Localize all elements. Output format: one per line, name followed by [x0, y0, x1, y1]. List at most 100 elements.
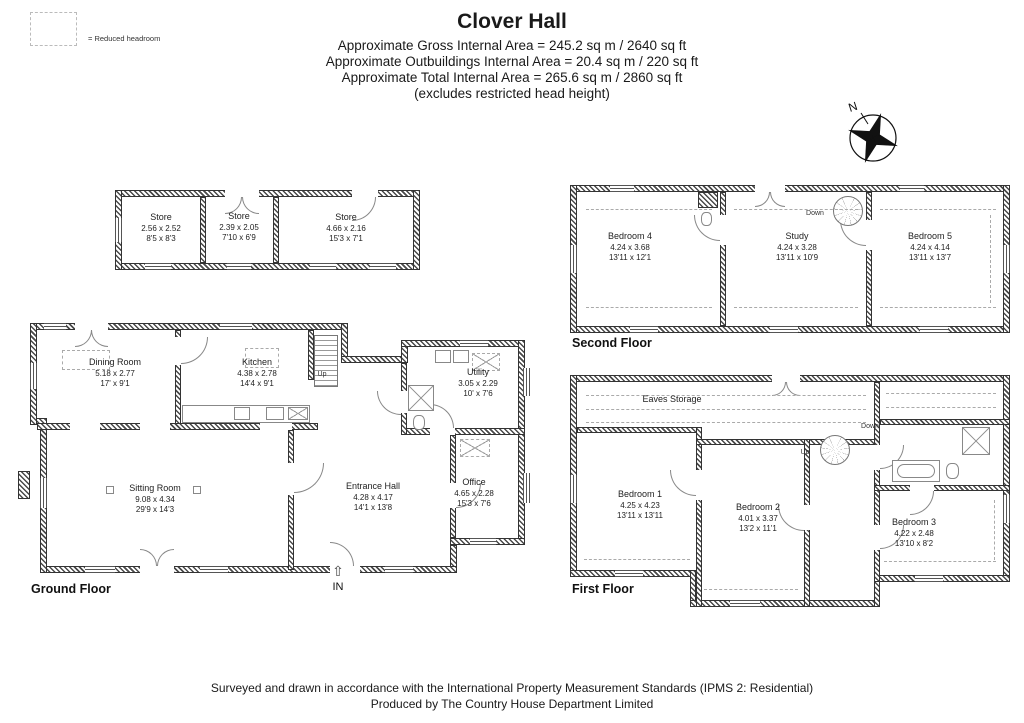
wall-opening — [401, 391, 407, 413]
door-arc — [772, 382, 786, 396]
bathtub-icon — [897, 464, 935, 478]
wall — [690, 600, 880, 607]
room-name: Entrance Hall — [345, 481, 401, 491]
room-dims-imperial: 13'11 x 12'1 — [608, 252, 652, 262]
room-name: Bedroom 3 — [891, 517, 937, 527]
eaves-dash-line — [586, 409, 866, 410]
wall-opening — [352, 190, 378, 197]
window — [40, 478, 47, 508]
wall — [37, 423, 318, 430]
door-arc — [75, 330, 92, 347]
reduced-headroom-line — [880, 307, 996, 308]
toilet-icon — [701, 212, 712, 226]
wall-opening — [696, 470, 702, 500]
reduced-headroom-line — [990, 215, 991, 303]
window — [470, 538, 496, 545]
room-dims-metric: 5.18 x 2.77 — [95, 368, 135, 378]
wall-opening — [288, 463, 294, 495]
door-arc — [377, 391, 401, 415]
head-height-note: (excludes restricted head height) — [414, 86, 610, 101]
wall-opening — [874, 525, 880, 550]
room-dims-metric: 3.05 x 2.29 — [458, 378, 498, 388]
reduced-headroom-area — [62, 350, 110, 370]
wall — [308, 330, 314, 380]
room-dims-imperial: 17' x 9'1 — [100, 378, 130, 388]
room-dims-metric: 4.65 x 2.28 — [454, 488, 494, 498]
first-floor-label: First Floor — [572, 582, 634, 596]
door-arc — [181, 337, 208, 364]
window — [44, 323, 66, 330]
compass-north-label: N — [847, 99, 860, 115]
wall — [874, 485, 1010, 491]
wall — [413, 190, 420, 270]
eaves-dash-line — [586, 395, 866, 396]
spiral-stairs — [820, 435, 850, 465]
door-arc — [294, 463, 324, 493]
room-dims-metric: 4.25 x 4.23 — [620, 500, 660, 510]
reduced-headroom-line — [734, 209, 858, 210]
chimney — [698, 192, 718, 208]
room-dims-imperial: 13'10 x 8'2 — [894, 538, 934, 548]
reduced-headroom-line — [994, 500, 995, 560]
window — [570, 245, 577, 273]
shower-icon — [962, 427, 990, 455]
wall-opening — [330, 566, 360, 573]
room-dims-metric: 9.08 x 4.34 — [135, 494, 175, 504]
room-dims-metric: 4.24 x 4.14 — [910, 242, 950, 252]
second-floor-label: Second Floor — [572, 336, 652, 350]
window — [227, 263, 251, 270]
window — [770, 326, 798, 333]
footer-producer-line: Produced by The Country House Department… — [370, 697, 654, 711]
window — [200, 566, 228, 573]
wall-opening — [755, 185, 785, 192]
room-dims-metric: 2.56 x 2.52 — [141, 223, 181, 233]
window — [610, 185, 634, 192]
room-name: Study — [785, 231, 809, 241]
reduced-headroom-line — [884, 561, 996, 562]
room-dims-imperial: 10' x 7'6 — [463, 388, 493, 398]
room-name: Bedroom 4 — [607, 231, 653, 241]
compass-rose-icon: N — [847, 99, 898, 163]
wall — [866, 192, 872, 326]
room-name: Store — [335, 212, 357, 222]
window — [460, 340, 488, 347]
wall-opening — [430, 428, 455, 435]
window — [370, 263, 396, 270]
toilet-icon — [413, 415, 425, 430]
post-icon — [106, 486, 114, 494]
room-dims-metric: 4.28 x 4.17 — [353, 492, 393, 502]
appliance-icon — [288, 407, 308, 420]
room-dims-metric: 2.39 x 2.05 — [219, 222, 259, 232]
post-icon — [193, 486, 201, 494]
room-name: Bedroom 2 — [735, 502, 781, 512]
room-dims-metric: 4.24 x 3.28 — [777, 242, 817, 252]
room-dims-imperial: 13'11 x 13'11 — [617, 510, 663, 520]
reduced-headroom-line — [586, 209, 712, 210]
room-dims-metric: 4.24 x 3.68 — [610, 242, 650, 252]
room-name: Kitchen — [241, 357, 273, 367]
hob-icon — [234, 407, 250, 420]
room-dims-imperial: 14'4 x 9'1 — [240, 378, 274, 388]
toilet-icon — [946, 463, 959, 479]
wall-opening — [260, 423, 292, 430]
wall — [273, 197, 279, 263]
room-name: Eaves Storage — [642, 394, 702, 404]
wall-opening — [772, 375, 800, 382]
page-title: Clover Hall — [457, 10, 567, 33]
reduced-headroom-line — [584, 559, 690, 560]
reduced-headroom-line — [734, 307, 858, 308]
room-name: Dining Room — [88, 357, 142, 367]
room-dims-metric: 4.01 x 3.37 — [738, 513, 778, 523]
title-block: Clover Hall Approximate Gross Internal A… — [0, 10, 1024, 102]
door-arc — [140, 549, 157, 566]
